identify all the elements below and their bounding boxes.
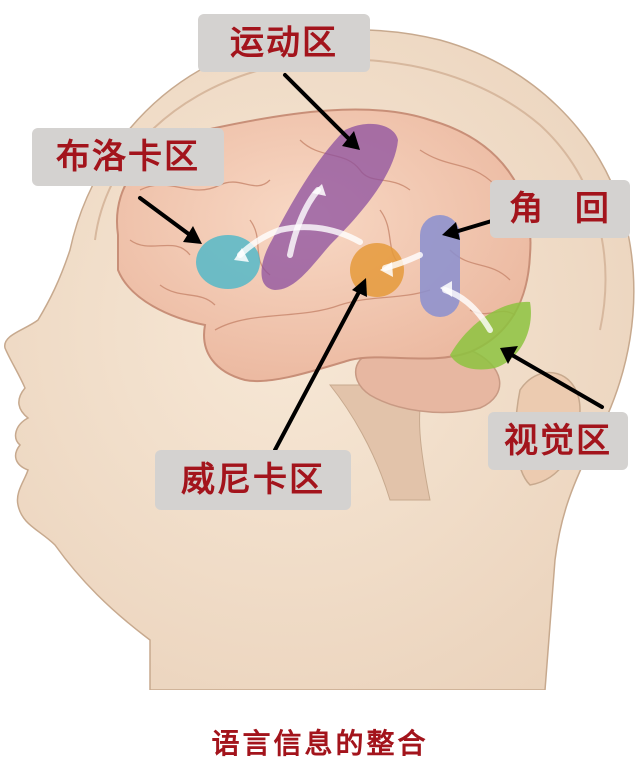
visual-area-label: 视觉区 bbox=[488, 412, 628, 470]
pointer-arrowheads bbox=[183, 131, 518, 364]
wernicke-area-label: 威尼卡区 bbox=[155, 450, 351, 510]
angular-gyrus-label: 角 回 bbox=[490, 180, 630, 238]
figure-caption: 语言信息的整合 bbox=[211, 727, 429, 760]
pointer-arrows bbox=[138, 73, 604, 452]
motor-area bbox=[261, 123, 398, 290]
motor-area-label: 运动区 bbox=[198, 14, 370, 72]
broca-area-label: 布洛卡区 bbox=[32, 128, 224, 186]
brain-head-illustration bbox=[4, 29, 635, 690]
flow-arrowheads bbox=[234, 184, 452, 297]
